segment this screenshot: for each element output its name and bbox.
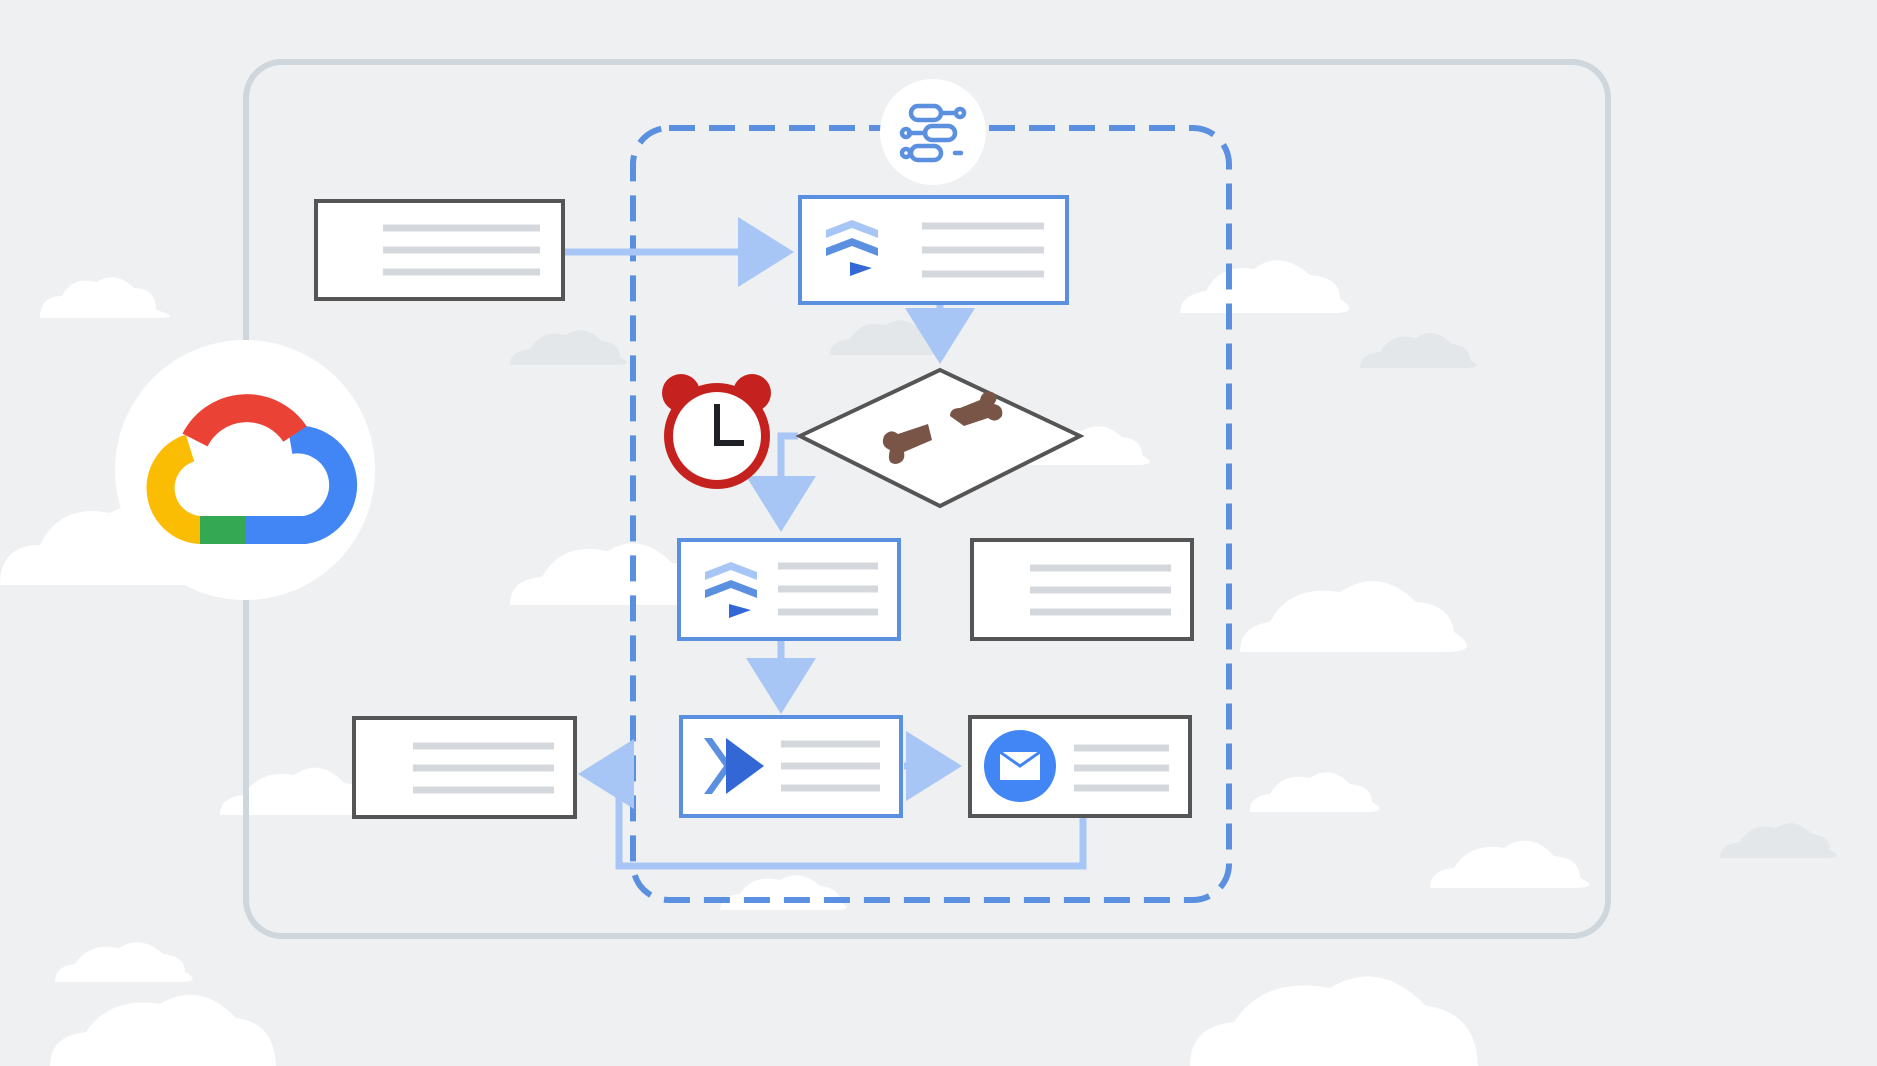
task-card (679, 715, 903, 818)
cloud-decoration (1720, 823, 1837, 858)
cloud-run-icon (826, 220, 878, 276)
arrow-decision-to-retry (746, 432, 816, 532)
alarm-clock-icon (662, 374, 771, 489)
cloud-decoration (55, 942, 193, 982)
cloud-decoration (50, 994, 276, 1066)
workflows-icon (899, 103, 967, 163)
workflows-badge (880, 79, 986, 185)
arrow-email-to-output (578, 739, 1087, 870)
cloud-decoration (1190, 976, 1478, 1066)
cloud-tasks-icon (704, 738, 764, 794)
decision-diamond (795, 367, 1085, 509)
connectors (563, 217, 1087, 870)
cloud-decoration (1360, 333, 1477, 368)
retry-service-card (677, 538, 901, 641)
cloud-run-icon (705, 562, 757, 618)
broken-bone-icon (882, 391, 1003, 464)
mail-icon (984, 730, 1056, 802)
cloud-decoration (720, 875, 847, 910)
cloud-decoration (220, 767, 380, 815)
cloud-decoration (1180, 260, 1350, 313)
output-card (352, 716, 577, 819)
first-service-card (798, 195, 1069, 305)
cloud-decoration (510, 543, 713, 605)
cloud-decoration (1430, 840, 1590, 888)
alternate-card (970, 538, 1194, 641)
trigger-card (314, 199, 565, 301)
google-cloud-badge (115, 340, 375, 600)
cloud-decoration (830, 320, 947, 355)
cloud-decoration (1250, 772, 1380, 812)
email-card (968, 715, 1192, 818)
cloud-decoration (1240, 581, 1467, 652)
cloud-decoration (510, 330, 627, 365)
cloud-decoration (40, 277, 170, 318)
google-cloud-logo (146, 394, 358, 544)
